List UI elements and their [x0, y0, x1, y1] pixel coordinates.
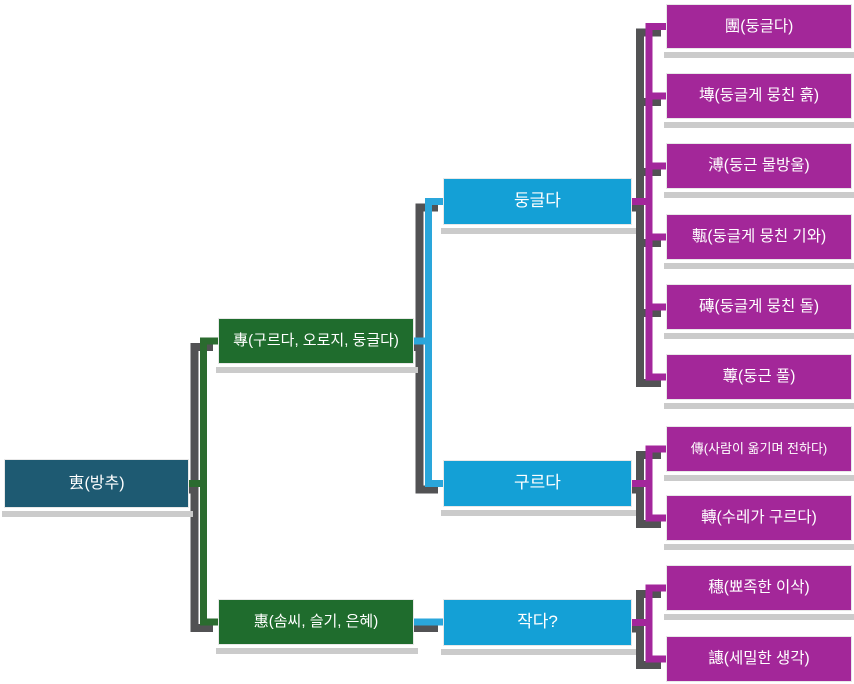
connector-root [185, 337, 222, 626]
node-label-round: 둥글다 [514, 191, 561, 211]
node-label-p6: 蓴(둥근 풀) [722, 368, 796, 386]
node-p7[interactable]: 傳(사람이 옮기며 전하다) [664, 426, 854, 481]
node-p1[interactable]: 團(둥글다) [664, 4, 854, 58]
node-label-jeon: 專(구르다, 오로지, 둥글다) [233, 331, 399, 349]
node-small[interactable]: 작다? [441, 599, 636, 655]
node-p2[interactable]: 塼(둥글게 뭉친 흙) [664, 73, 854, 128]
node-label-p5: 磚(둥글게 뭉친 돌) [699, 298, 819, 316]
node-label-p2: 塼(둥글게 뭉친 흙) [699, 87, 819, 105]
node-p8[interactable]: 轉(수레가 구르다) [664, 495, 854, 550]
node-hye[interactable]: 惠(솜씨, 슬기, 은혜) [216, 599, 418, 654]
node-label-p10: 譓(세밀한 생각) [708, 650, 810, 668]
node-round[interactable]: 둥글다 [441, 178, 636, 234]
node-label-hye: 惠(솜씨, 슬기, 은혜) [253, 612, 379, 630]
node-label-p1: 團(둥글다) [724, 17, 794, 35]
node-label-p7: 傳(사람이 옮기며 전하다) [690, 440, 828, 456]
node-jeon[interactable]: 專(구르다, 오로지, 둥글다) [216, 318, 418, 373]
node-p10[interactable]: 譓(세밀한 생각) [666, 636, 852, 682]
node-roll[interactable]: 구르다 [441, 460, 636, 516]
node-label-p4: 甎(둥글게 뭉친 기와) [691, 228, 827, 246]
node-p6[interactable]: 蓴(둥근 풀) [664, 354, 854, 409]
node-p4[interactable]: 甎(둥글게 뭉친 기와) [664, 214, 854, 269]
node-label-p3: 溥(둥근 물방울) [708, 157, 810, 175]
node-label-p8: 轉(수레가 구르다) [701, 509, 817, 527]
connector-small [628, 584, 670, 663]
connector-roll [628, 445, 670, 522]
connector-round [628, 23, 670, 381]
node-label-roll: 구르다 [514, 473, 561, 493]
node-p5[interactable]: 磚(둥글게 뭉친 돌) [664, 284, 854, 339]
node-label-p9: 穗(뾰족한 이삭) [708, 579, 810, 597]
node-label-small: 작다? [517, 612, 558, 632]
node-p3[interactable]: 溥(둥근 물방울) [664, 143, 854, 198]
node-label-root: 叀(방추) [68, 474, 125, 492]
node-root[interactable]: 叀(방추) [2, 459, 193, 517]
connector-jeon [410, 198, 447, 487]
node-p9[interactable]: 穗(뾰족한 이삭) [664, 565, 854, 620]
